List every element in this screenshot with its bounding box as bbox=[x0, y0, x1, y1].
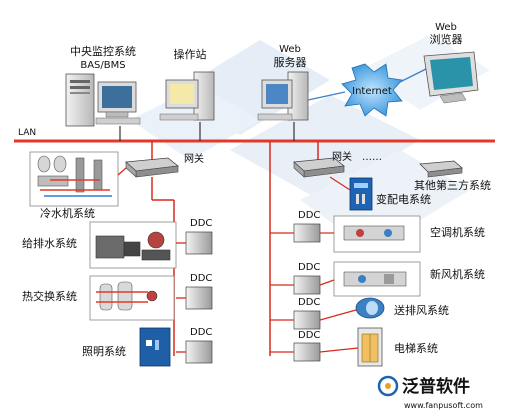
chiller-gateway-link bbox=[117, 167, 127, 176]
third-party-gateway-icon bbox=[419, 160, 463, 178]
ddc-controller-icon bbox=[293, 310, 321, 330]
logo-url: www.fanpusoft.com bbox=[404, 401, 483, 410]
power-switch-icon bbox=[362, 194, 365, 204]
power-label: 变配电系统 bbox=[376, 192, 431, 206]
power-display-icon bbox=[354, 183, 368, 188]
ac-label: 空调机系统 bbox=[430, 225, 485, 239]
internet-cloud-icon: Internet bbox=[341, 63, 403, 117]
central-label-line1: 中央监控系统 bbox=[70, 44, 136, 58]
ddc-label: DDC bbox=[298, 330, 320, 341]
fresh-air-unit-icon bbox=[343, 271, 407, 287]
more-gateways-dots: …… bbox=[362, 152, 382, 163]
water-label: 给排水系统 bbox=[22, 236, 77, 250]
left-ddc-group: DDC DDC DDC bbox=[185, 218, 213, 364]
ddc-controller-icon bbox=[185, 340, 213, 364]
web-server-label-line2: 服务器 bbox=[274, 56, 307, 69]
ddc-label: DDC bbox=[298, 210, 320, 221]
internet-label: Internet bbox=[352, 86, 392, 97]
ddc-controller-icon bbox=[293, 223, 321, 243]
web-server-label-line1: Web bbox=[279, 44, 301, 55]
fresh-air-link bbox=[319, 279, 335, 286]
fan-icon bbox=[355, 297, 385, 319]
ventilation-label: 送排风系统 bbox=[394, 303, 449, 317]
power-cabinet-icon bbox=[349, 177, 373, 211]
ddc-controller-icon bbox=[185, 231, 213, 255]
web-server: Web 服务器 bbox=[257, 44, 309, 121]
ddc-label: DDC bbox=[298, 297, 320, 308]
chiller-equipment-icon bbox=[37, 155, 112, 197]
logo-name: 泛普软件 bbox=[402, 376, 470, 397]
elevator-link bbox=[319, 347, 359, 353]
keyboard-icon bbox=[159, 113, 199, 121]
chiller-label: 冷水机系统 bbox=[40, 206, 95, 220]
left-gateway-label: 网关 bbox=[184, 152, 204, 165]
keyboard-icon bbox=[257, 113, 293, 121]
lan-label: LAN bbox=[18, 128, 36, 138]
browser-label-line1: Web bbox=[435, 22, 457, 33]
lighting-switch-icon bbox=[146, 340, 152, 346]
central-monitoring-station: 中央监控系统 BAS/BMS bbox=[65, 44, 141, 127]
fan-link bbox=[319, 309, 357, 321]
left-gateway-icon bbox=[125, 157, 179, 178]
web-browser-client: Web 浏览器 bbox=[423, 22, 479, 104]
heat-exchange-label: 热交换系统 bbox=[22, 289, 77, 303]
keyboard-icon bbox=[95, 117, 141, 125]
lighting-breaker-icon bbox=[155, 340, 159, 350]
lighting-label: 照明系统 bbox=[82, 345, 126, 358]
operator-label: 操作站 bbox=[174, 47, 207, 61]
heat-exchanger-icon bbox=[96, 281, 158, 311]
fresh-air-label: 新风机系统 bbox=[430, 267, 485, 281]
ddc-controller-icon bbox=[293, 275, 321, 295]
right-gateway-label: 网关 bbox=[332, 150, 352, 163]
right-gateway-icon bbox=[293, 157, 345, 178]
central-label-line2: BAS/BMS bbox=[80, 60, 125, 71]
browser-label-line2: 浏览器 bbox=[430, 32, 463, 46]
third-party-label: 其他第三方系统 bbox=[414, 178, 491, 192]
ddc-label: DDC bbox=[190, 218, 212, 229]
ddc-controller-icon bbox=[293, 342, 321, 362]
ac-unit-icon bbox=[343, 225, 405, 241]
ddc-label: DDC bbox=[190, 273, 212, 284]
server-internet-link bbox=[307, 91, 346, 101]
ddc-label: DDC bbox=[190, 327, 212, 338]
power-link bbox=[329, 176, 351, 191]
ddc-label: DDC bbox=[298, 262, 320, 273]
fanpu-logo: 泛普软件 www.fanpusoft.com bbox=[377, 375, 483, 410]
elevator-label: 电梯系统 bbox=[394, 342, 438, 355]
right-ddc-group: DDC DDC DDC DDC bbox=[293, 210, 321, 362]
operator-station: 操作站 bbox=[159, 47, 215, 121]
ddc-controller-icon bbox=[185, 286, 213, 310]
water-pump-icon bbox=[95, 231, 171, 261]
fanpu-logo-icon bbox=[377, 375, 399, 397]
power-switch-icon bbox=[356, 194, 359, 204]
